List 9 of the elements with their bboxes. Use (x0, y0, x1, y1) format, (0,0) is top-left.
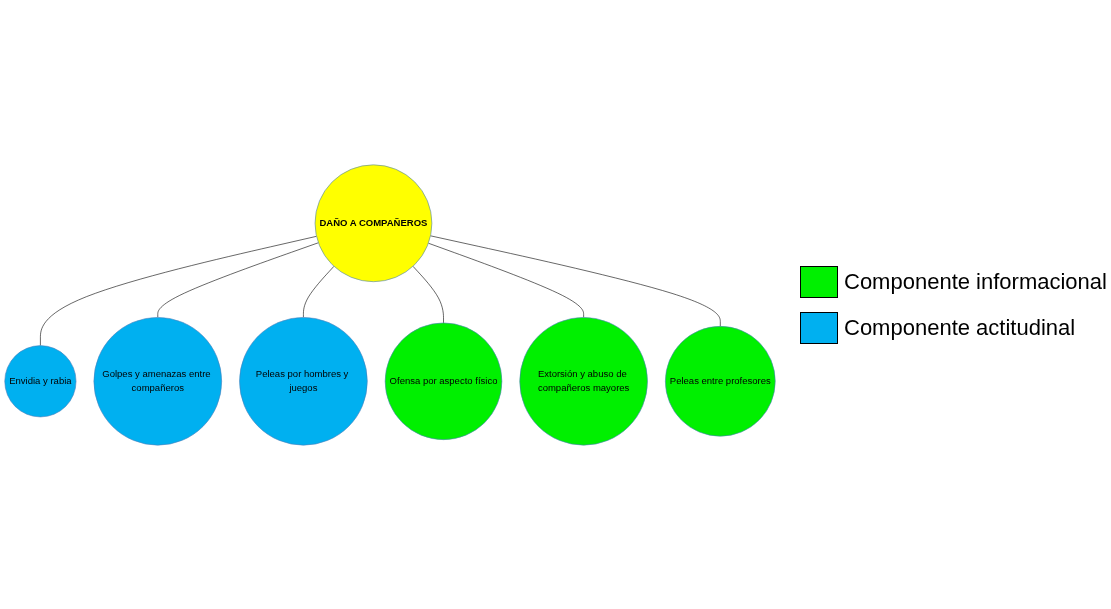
node-circle: Golpes y amenazas entre compañeros (93, 316, 222, 445)
node-circle: Ofensa por aspecto físico (384, 322, 503, 440)
node-circle: DAÑO A COMPAÑEROS (314, 164, 433, 282)
legend-label: Componente informacional (844, 268, 1107, 295)
node-circle: Envidia y rabia (4, 344, 77, 417)
node-circle: Peleas entre profesores (665, 325, 776, 436)
node-circle: Peleas por hombres y juegos (239, 316, 368, 445)
node-circle: Extorsión y abuso de compañeros mayores (519, 316, 648, 445)
legend-label: Componente actitudinal (844, 314, 1076, 341)
